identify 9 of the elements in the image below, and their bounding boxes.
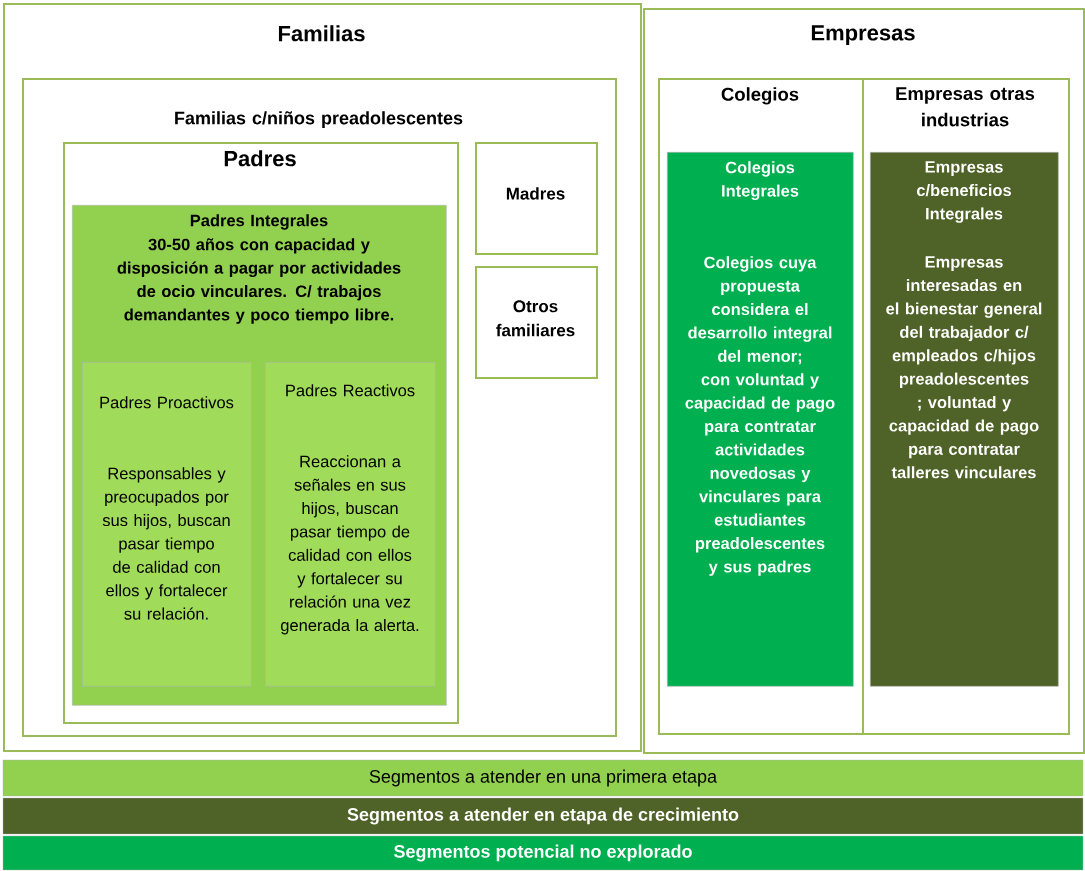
legend-band: Segmentos potencial no explorado xyxy=(2,835,1084,871)
group-box: Otros familiares xyxy=(475,266,598,379)
segment-box: Colegios Integrales Colegios cuya propuesta considera el desarrollo integral del menor; con voluntad y capacidad de pago para contratar actividades novedosas y vinculares para estudiantes preadolescentes y sus padres xyxy=(667,152,854,687)
segment-box: Padres Proactivos Responsables y preocupados por sus hijos, buscan pasar tiempo de calidad con ellos y fortalecer su relación. xyxy=(82,362,252,687)
group-box: Madres xyxy=(475,142,598,255)
segment-box: Empresas c/beneficios Integrales Empresas interesadas en el bienestar general del trabajador c/ empleados c/hijos preadolescentes ; voluntad y capacidad de pago para contratar talleres vinculares xyxy=(870,152,1059,687)
legend-band: Segmentos a atender en etapa de crecimiento xyxy=(2,797,1084,835)
segment-box: Padres Reactivos Reaccionan a señales en sus hijos, buscan pasar tiempo de calidad con ellos y fortalecer su relación una vez generada la alerta. xyxy=(265,362,436,687)
legend-band: Segmentos a atender en una primera etapa xyxy=(2,759,1084,797)
